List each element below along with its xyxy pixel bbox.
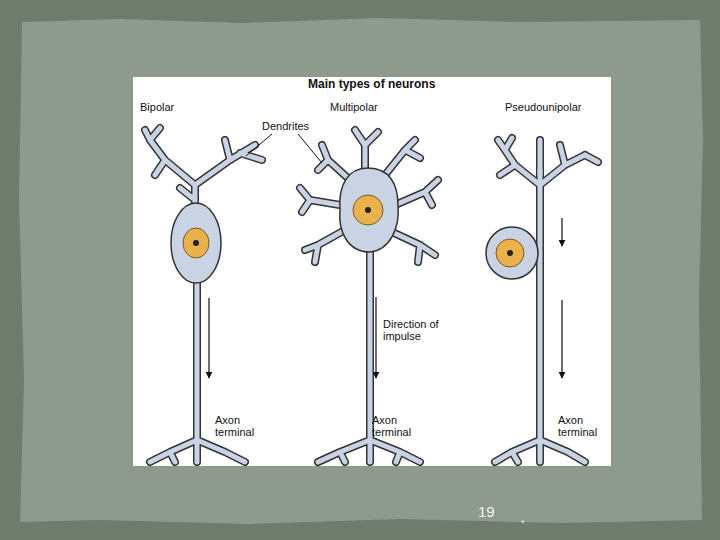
nucleus [353,195,383,225]
cell-body [486,227,538,279]
neuron-type-label: Pseudounipolar [505,101,581,113]
nucleus [496,239,524,267]
leader-line [246,134,322,163]
impulse-arrow [209,218,562,378]
footnote-mark: * [521,517,525,529]
cell-body [340,168,399,252]
part-label: Axon terminal [558,414,608,438]
neuron-type-label: Multipolar [330,101,378,113]
part-label: Axon terminal [215,414,265,438]
cell-body [171,203,221,283]
neuron-type-label: Bipolar [140,101,174,113]
part-label: Direction of impulse [383,318,445,342]
figure-title: Main types of neurons [308,78,435,90]
nucleus [183,228,209,258]
part-label: Axon terminal [372,414,422,438]
neuron-outline [145,128,598,462]
figure-panel [133,77,611,466]
part-label: Dendrites [262,120,309,132]
paper-panel [19,18,703,524]
page-number: 19 [478,503,495,520]
